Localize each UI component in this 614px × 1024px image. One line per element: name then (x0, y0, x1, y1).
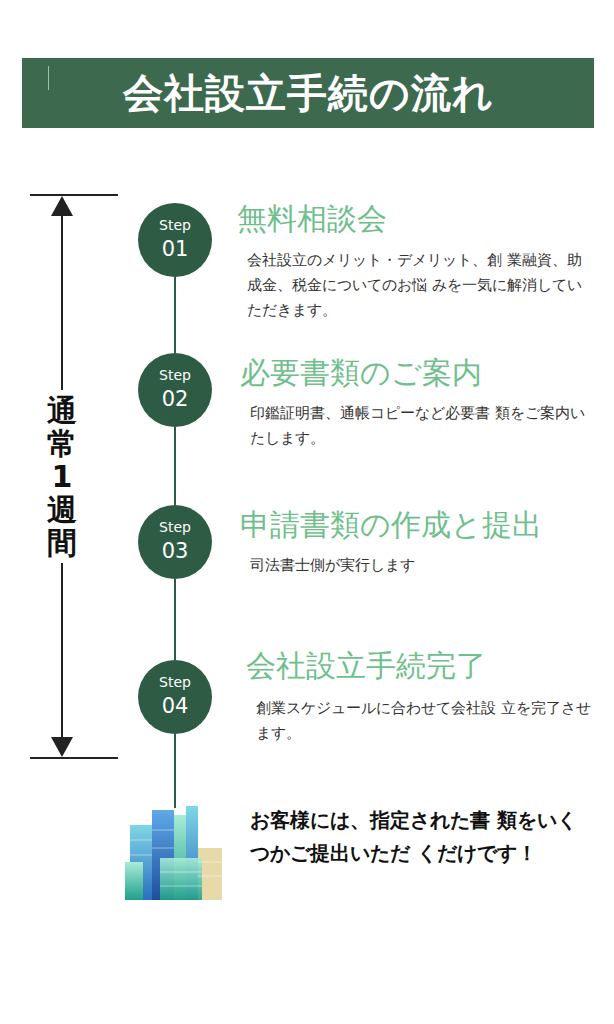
step-description: 司法書士側が実行します (250, 553, 594, 578)
tail-line (174, 734, 176, 808)
step-number: 01 (138, 237, 212, 261)
duration-bracket (30, 195, 118, 758)
duration-label: 通常1週間 (44, 390, 80, 563)
step-heading: 無料相談会 (237, 199, 387, 240)
step-circle: Step01無料相談会会社設立のメリット・デメリット、創 業融資、助成金、税金に… (138, 203, 212, 277)
step-word: Step (138, 674, 212, 690)
title-band: 会社設立手続の流れ (22, 58, 594, 128)
step-circle: Step02必要書類のご案内印鑑証明書、通帳コピーなど必要書 類をご案内いたしま… (138, 353, 212, 427)
step-circle: Step04会社設立手続完了創業スケジュールに合わせて会社設 立を完了させます。 (138, 660, 212, 734)
band-tick (48, 66, 49, 90)
step-number: 03 (138, 539, 212, 563)
connector (175, 579, 176, 660)
closing-note: お客様には、指定された書 類をいくつかご提出いただ くだけです！ (250, 804, 585, 870)
step-number: 02 (138, 387, 212, 411)
step-circle: Step03申請書類の作成と提出司法書士側が実行します (138, 505, 212, 579)
step-word: Step (138, 519, 212, 535)
building-illustration (125, 806, 222, 900)
step-heading: 申請書類の作成と提出 (240, 505, 542, 546)
title: 会社設立手続の流れ (123, 66, 494, 121)
step-word: Step (138, 367, 212, 383)
step-description: 印鑑証明書、通帳コピーなど必要書 類をご案内いたします。 (250, 401, 594, 451)
connector (175, 427, 176, 505)
step-description: 会社設立のメリット・デメリット、創 業融資、助成金、税金についてのお悩 みを一気… (247, 248, 594, 322)
step-heading: 会社設立手続完了 (246, 646, 486, 687)
step-number: 04 (138, 694, 212, 718)
connector (175, 277, 176, 353)
step-word: Step (138, 217, 212, 233)
step-heading: 必要書類のご案内 (240, 353, 482, 394)
step-description: 創業スケジュールに合わせて会社設 立を完了させます。 (256, 696, 594, 746)
